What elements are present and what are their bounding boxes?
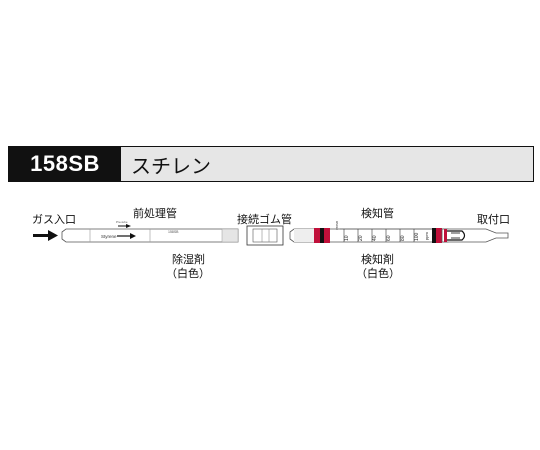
detecting-agent-label: 検知剤: [361, 253, 394, 266]
pretreatment-tube: [61, 224, 239, 243]
scale-tick-label: 40: [372, 235, 378, 241]
tube-pretube-mark: Pre-tube: [116, 220, 128, 224]
tube-scale: 10 20 40 60 80 100 ppm: [343, 229, 429, 242]
detector-model-mark: 158SB: [335, 221, 339, 230]
scale-tick-label: 80: [400, 235, 406, 241]
product-code: 158SB: [9, 147, 121, 181]
scale-tick-label: 60: [386, 235, 392, 241]
detecting-agent-color-label: （白色）: [356, 267, 400, 280]
tube-styrene-mark: Styrene: [101, 234, 117, 239]
detector-tube: [289, 228, 449, 243]
product-header: 158SB スチレン: [8, 146, 534, 182]
connector-rubber-tube: [246, 225, 284, 246]
tube-model-mark: 158SB: [168, 230, 179, 234]
detector-tube-label: 検知管: [361, 207, 394, 220]
gas-inlet-label: ガス入口: [32, 213, 76, 226]
inlet-arrow-icon: [33, 230, 58, 241]
connector-rubber-label: 接続ゴム管: [237, 213, 292, 226]
product-name: スチレン: [121, 147, 533, 181]
pretreatment-tube-label: 前処理管: [133, 207, 177, 220]
outlet-end: [441, 228, 509, 243]
outlet-label: 取付口: [477, 213, 510, 226]
scale-tick-label: 100: [414, 232, 420, 241]
desiccant-color-label: （白色）: [166, 267, 210, 280]
scale-unit-label: ppm: [424, 232, 429, 240]
desiccant-label: 除湿剤: [172, 253, 205, 266]
scale-tick-label: 20: [358, 235, 364, 241]
scale-tick-label: 10: [344, 235, 350, 241]
